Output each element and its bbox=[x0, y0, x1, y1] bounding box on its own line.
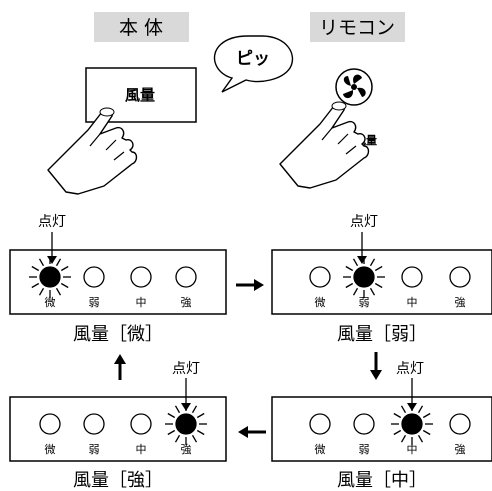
beep-speech-bubble: ピッ bbox=[213, 35, 294, 93]
indicator-lamp bbox=[83, 266, 105, 288]
remote-label: リモコン bbox=[319, 17, 395, 39]
lamp-label: 強 bbox=[181, 296, 192, 309]
panel-3-caption: 風量［中］ bbox=[337, 470, 427, 491]
indicator-lamp-lit bbox=[353, 266, 375, 288]
lamp-label: 微 bbox=[45, 295, 56, 309]
lit-label-4: 点灯 bbox=[172, 361, 200, 377]
lit-arrow-1-head bbox=[47, 256, 57, 264]
indicator-lamp bbox=[401, 266, 423, 288]
lamp-label: 中 bbox=[407, 296, 418, 309]
beep-text: ピッ bbox=[236, 49, 270, 69]
indicator-lamp-lit bbox=[175, 413, 197, 435]
lamp-label: 中 bbox=[136, 443, 147, 456]
indicator-lamp bbox=[449, 266, 471, 288]
panel-1-caption: 風量［微］ bbox=[73, 324, 163, 345]
indicator-lamp bbox=[83, 413, 105, 435]
pointing-hand-icon bbox=[47, 107, 138, 195]
lamp-label: 中 bbox=[407, 443, 418, 456]
indicator-lamp bbox=[130, 413, 152, 435]
indicator-lamp bbox=[449, 413, 471, 435]
lit-label-1: 点灯 bbox=[38, 214, 66, 230]
panel-1-lamps: 微弱中強 bbox=[29, 256, 197, 309]
lamp-label: 強 bbox=[181, 443, 192, 456]
indicator-lamp bbox=[353, 413, 375, 435]
lamp-label: 弱 bbox=[89, 443, 100, 456]
indicator-lamp bbox=[309, 413, 331, 435]
lamp-label: 中 bbox=[136, 296, 147, 309]
indicator-lamp bbox=[39, 413, 61, 435]
indicator-lamp bbox=[175, 266, 197, 288]
panel-4-lamps: 微弱中強 bbox=[39, 403, 207, 456]
lamp-label: 微 bbox=[315, 295, 326, 309]
lamp-label: 強 bbox=[455, 296, 466, 309]
lamp-label: 強 bbox=[455, 443, 466, 456]
lit-arrow-4-head bbox=[181, 403, 191, 411]
lamp-glow-rays bbox=[391, 403, 433, 445]
lamp-glow-rays bbox=[343, 256, 385, 298]
arrow-down-icon bbox=[370, 352, 382, 380]
remote-label-bg bbox=[310, 12, 405, 42]
lit-label-2: 点灯 bbox=[350, 214, 378, 230]
arrow-right-icon bbox=[236, 279, 264, 291]
unit-fan-button-label: 風量 bbox=[125, 86, 155, 104]
panel-2-lamps: 微弱中強 bbox=[309, 256, 471, 309]
lamp-label: 弱 bbox=[359, 443, 370, 456]
indicator-lamp-lit bbox=[39, 266, 61, 288]
lamp-label: 微 bbox=[45, 442, 56, 456]
panel-3-lamps: 微弱中強 bbox=[309, 403, 471, 456]
lit-arrow-2-head bbox=[357, 256, 367, 264]
pointing-hand-icon bbox=[279, 101, 370, 189]
lit-arrow-3-head bbox=[407, 403, 417, 411]
unit-label: 本 体 bbox=[119, 17, 163, 39]
lit-label-3: 点灯 bbox=[396, 361, 424, 377]
indicator-lamp bbox=[309, 266, 331, 288]
lamp-label: 弱 bbox=[89, 296, 100, 309]
lamp-label: 弱 bbox=[359, 296, 370, 309]
unit-label-bg bbox=[94, 12, 189, 42]
lamp-label: 微 bbox=[315, 442, 326, 456]
arrow-left-icon bbox=[238, 426, 266, 438]
indicator-lamp bbox=[130, 266, 152, 288]
panel-2-caption: 風量［弱］ bbox=[337, 324, 427, 345]
panel-4-caption: 風量［強］ bbox=[73, 470, 163, 491]
arrow-up-icon bbox=[114, 354, 126, 380]
indicator-lamp-lit bbox=[401, 413, 423, 435]
remote-fan-button[interactable] bbox=[335, 68, 373, 106]
fan-icon bbox=[343, 74, 366, 99]
